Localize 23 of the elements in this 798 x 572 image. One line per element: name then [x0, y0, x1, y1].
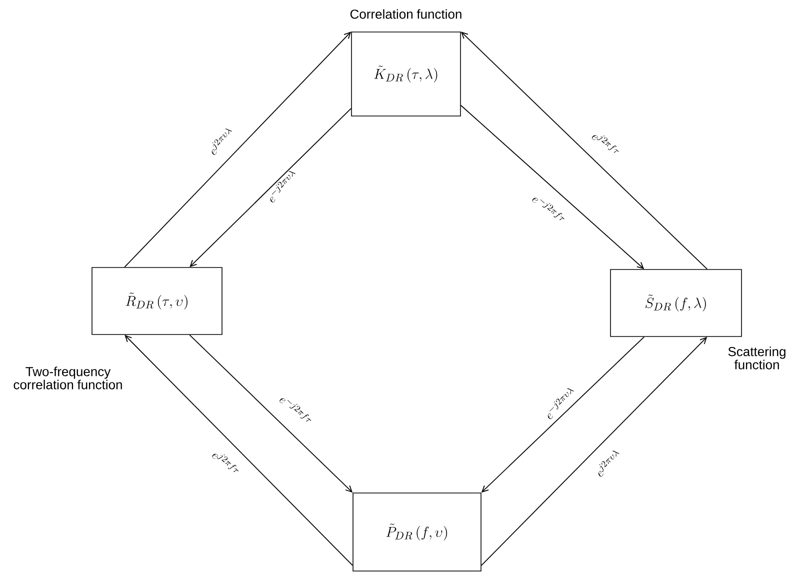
- edge-label: $e^{-j2\pi f\tau}$: [280, 398, 312, 422]
- caption-text: Two-frequency correlation function: [14, 366, 122, 390]
- arrow: [460, 32, 708, 270]
- arrow: [189, 334, 353, 493]
- arrow: [124, 334, 354, 566]
- edge-label: $e^{j2\pi\upsilon\lambda}$: [212, 128, 232, 155]
- edge-label: $e^{-j2\pi f\tau}$: [532, 198, 564, 220]
- caption-text: Correlation function: [350, 9, 462, 19]
- arrow: [480, 336, 708, 566]
- caption-text: Scattering function: [728, 346, 786, 370]
- function-box: $\tilde{R}_{DR}\,(\tau,\upsilon)$: [92, 267, 222, 335]
- arrow: [481, 336, 645, 493]
- edge-label: $e^{-j2\pi\upsilon\lambda}$: [270, 171, 296, 202]
- edge-label: $e^{-j2\pi\upsilon\lambda}$: [548, 388, 574, 420]
- function-box: $\tilde{P}_{DR}\,(f,\upsilon)$: [352, 492, 482, 572]
- arrow: [124, 32, 352, 268]
- edge-label: $e^{j2\pi\upsilon\lambda}$: [598, 450, 620, 477]
- edge-label: $e^{j2\pi f\tau}$: [212, 454, 238, 472]
- edge-label: $e^{j2\pi f\tau}$: [592, 135, 619, 153]
- arrow: [460, 104, 644, 270]
- function-box: $\tilde{S}_{DR}\,(f,\lambda)$: [610, 269, 742, 337]
- function-box: $\tilde{K}_{DR}\,(\tau,\lambda)$: [351, 32, 461, 116]
- arrow: [190, 108, 352, 268]
